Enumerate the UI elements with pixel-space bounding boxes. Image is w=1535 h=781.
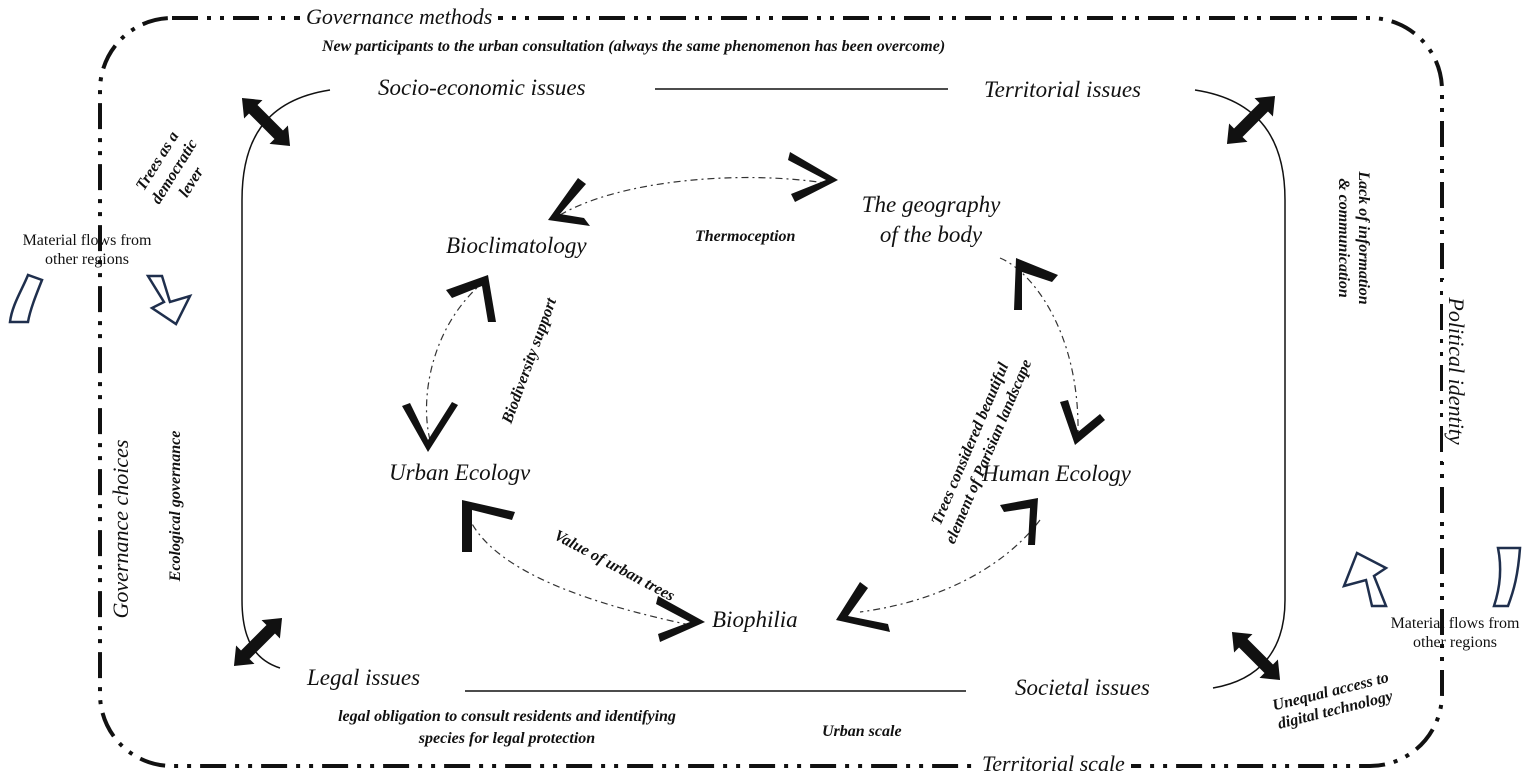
- double-arrow-bottom-right: [1231, 631, 1281, 681]
- chevron-biophilia-right: [836, 582, 890, 632]
- material-flows-right-line-2: other regions: [1413, 634, 1497, 651]
- node-geography-line-1: The geography: [861, 192, 1001, 217]
- lack-information-line-1: Lack of information: [1355, 171, 1372, 305]
- frame-bottom-label: Territorial scale: [976, 751, 1131, 777]
- flow-arrow-left-outer: [8, 273, 44, 324]
- link-bioclimatology-geography: [559, 176, 826, 216]
- frame-right-label: Political identity: [1443, 280, 1469, 462]
- issue-societal: Societal issues: [1015, 675, 1150, 700]
- chevron-human-upper: [1060, 400, 1105, 445]
- material-flows-right-line-1: Material flows from: [1390, 615, 1520, 632]
- ecological-governance-note: Ecological governance: [167, 430, 184, 582]
- material-flows-right-label: Material flows from other regions: [1380, 614, 1530, 652]
- chevron-geography: [788, 152, 838, 202]
- lack-information-note: Lack of information & communication: [1333, 153, 1373, 323]
- link-biophilia-urban: [469, 519, 691, 626]
- chevron-bioclimatology-lower: [446, 275, 496, 322]
- inner-frame-left: [241, 89, 331, 669]
- chevron-urban-lower: [462, 500, 515, 552]
- flow-arrow-right-outer: [1492, 546, 1522, 608]
- legal-obligation-line-2: species for legal protection: [418, 730, 596, 747]
- node-biophilia: Biophilia: [712, 607, 798, 632]
- lack-information-line-2: & communication: [1335, 178, 1352, 298]
- new-participants-note: New participants to the urban consultati…: [322, 38, 946, 55]
- link-human-biophilia: [859, 519, 1041, 613]
- outer-frame: [98, 16, 1444, 768]
- issue-socio-economic: Socio-economic issues: [378, 75, 586, 100]
- link-urban-bioclimatology: [425, 284, 481, 441]
- issue-legal: Legal issues: [307, 665, 421, 690]
- legal-obligation-line-1: legal obligation to consult residents an…: [338, 708, 676, 725]
- flow-arrow-left-inner: [145, 274, 193, 326]
- frame-left-label: Governance choices: [108, 428, 134, 630]
- double-arrow-bottom-left: [233, 617, 283, 667]
- double-arrow-top-right: [1226, 95, 1276, 145]
- chevron-bioclimatology: [548, 178, 590, 226]
- node-urban-ecology: Urban Ecologv: [389, 460, 531, 485]
- legal-obligation-note: legal obligation to consult residents an…: [272, 706, 742, 750]
- material-flows-left-line-2: other regions: [45, 251, 129, 268]
- node-bioclimatology: Bioclimatology: [446, 233, 587, 258]
- issue-territorial: Territorial issues: [984, 77, 1142, 102]
- link-label-thermoception: Thermoception: [695, 228, 796, 245]
- double-arrow-top-left: [241, 97, 291, 147]
- flow-arrow-right-inner: [1341, 551, 1389, 608]
- urban-scale-note: Urban scale: [822, 723, 902, 740]
- material-flows-left-label: Material flows from other regions: [12, 231, 162, 269]
- material-flows-left-line-1: Material flows from: [22, 232, 152, 249]
- chevron-human-lower: [1000, 498, 1038, 545]
- inner-frame-right: [1194, 89, 1286, 689]
- node-geography-line-2: of the body: [879, 222, 983, 247]
- chevron-urban-upper: [402, 402, 458, 452]
- chevron-geography-lower: [1014, 258, 1058, 310]
- chevron-biophilia-left: [656, 596, 705, 642]
- frame-top-label: Governance methods: [300, 4, 499, 30]
- node-human-ecology: Human Ecology: [982, 461, 1131, 486]
- node-geography-body: The geography of the body: [846, 190, 1016, 250]
